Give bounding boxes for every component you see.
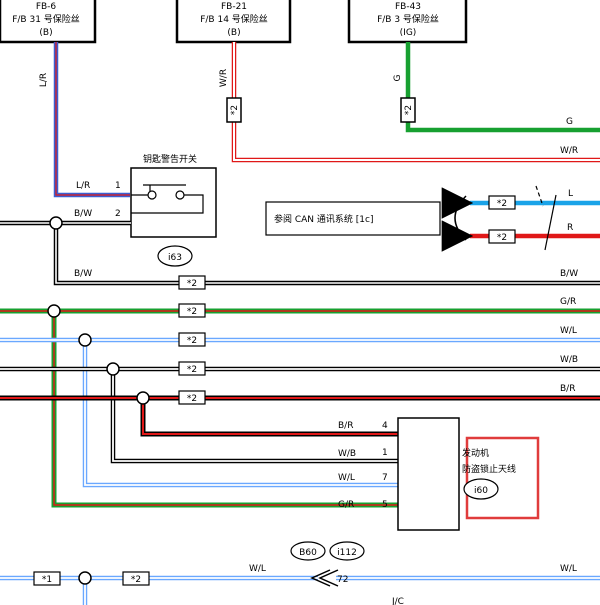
wire-bw-switch: B/W B/W B/W — [0, 209, 600, 286]
fuse-fb43-name: FB-43 — [395, 2, 421, 12]
wire-label-br-immo: B/R — [338, 421, 353, 431]
splice-node-wl — [78, 333, 92, 347]
wire-lr-fb6: L/R L/R — [39, 42, 130, 198]
key-switch-title: 钥匙警告开关 — [143, 153, 197, 165]
fuse-fb43-desc: F/B 3 号保险丝 — [377, 13, 439, 25]
splice-mark-can-l: *2 — [497, 199, 507, 209]
junction-label: J/C — [391, 597, 404, 605]
immo-connector: i60 — [474, 486, 488, 496]
fuse-fb6-desc: F/B 31 号保险丝 — [12, 13, 80, 25]
wire-label-gr-right: G/R — [560, 297, 576, 307]
wire-label-wl-right: W/L — [560, 326, 577, 336]
can-reference-box: 参阅 CAN 通讯系统 [1c] — [265, 195, 467, 241]
fuse-fb6-code: (B) — [39, 28, 52, 38]
wire-label-lr-switch: L/R — [76, 181, 90, 191]
wire-label-g-horizontal: G — [566, 117, 573, 127]
wire-label-wl-immo: W/L — [338, 473, 355, 483]
splice-node-wb — [106, 362, 120, 376]
immo-pin-1: 1 — [382, 448, 388, 458]
splice-mark-wl: *2 — [187, 336, 197, 346]
can-box-label: 参阅 CAN 通讯系统 [1c] — [274, 213, 373, 225]
immobiliser-highlight-frame — [465, 436, 540, 520]
immo-title-line2: 防盗锁止天线 — [462, 463, 516, 475]
fuse-fb6: FB-6 F/B 31 号保险丝 (B) — [0, 0, 97, 44]
splice-box-can-l — [488, 195, 516, 210]
wire-label-bw-switch: B/W — [74, 209, 92, 219]
immo-connector-badge — [463, 478, 499, 500]
wire-label-wb-immo: W/B — [338, 449, 356, 459]
wire-wl: W/L W/L *2 — [0, 326, 600, 488]
wire-label-wb-right: W/B — [560, 355, 578, 365]
splice-box-g — [400, 97, 416, 123]
wire-label-can-l: L — [568, 189, 573, 199]
wire-br: B/R B/R *2 — [0, 384, 600, 437]
key-switch-connector: i63 — [168, 253, 182, 263]
wire-label-wl-bottom-left: W/L — [249, 564, 266, 574]
splice-box-wl — [178, 332, 206, 347]
splice-box-gr — [178, 303, 206, 318]
fuse-fb43-code: (IG) — [400, 28, 417, 38]
splice-mark-g: *2 — [404, 105, 414, 115]
immo-title-line1: 发动机 — [462, 447, 489, 459]
key-switch-pin1: 1 — [115, 181, 121, 191]
splice-mark-gr: *2 — [187, 307, 197, 317]
fuse-fb21: FB-21 F/B 14 号保险丝 (B) — [175, 0, 292, 44]
can-lines: L R *2 *2 — [441, 185, 600, 252]
splice-mark-bottom: *2 — [131, 575, 141, 585]
wire-gr: G/R G/R *2 — [0, 297, 600, 510]
immo-pin-5: 5 — [382, 500, 388, 510]
splice-mark-bw: *2 — [187, 279, 197, 289]
wire-label-bw-left: B/W — [74, 269, 92, 279]
fuse-fb43: FB-43 F/B 3 号保险丝 (IG) — [347, 0, 468, 44]
fuse-fb21-name: FB-21 — [221, 2, 247, 12]
splice-node-bw — [49, 216, 63, 230]
splice-box-wb — [178, 361, 206, 376]
wire-label-bw-right: B/W — [560, 269, 578, 279]
wire-wl-bottom: W/L W/L *1 *2 — [0, 564, 600, 605]
splice-mark-star1: *1 — [42, 575, 52, 585]
splice-mark-br: *2 — [187, 394, 197, 404]
wire-label-wr-vertical: W/R — [219, 69, 229, 87]
splice-box-bottom — [122, 571, 150, 586]
wire-label-gr-immo: G/R — [338, 500, 354, 510]
junction-connector-i112: i112 — [337, 548, 357, 558]
fuse-fb21-desc: F/B 14 号保险丝 — [200, 13, 268, 25]
junction-connector-b60: B60 — [299, 548, 317, 558]
splice-mark-wr: *2 — [230, 105, 240, 115]
splice-box-br — [178, 390, 206, 405]
junction-connector: 72 B60 i112 J/C — [290, 541, 404, 605]
splice-box-bw — [178, 275, 206, 290]
wire-label-wl-bottom-right: W/L — [560, 564, 577, 574]
wire-wb: W/B W/B *2 — [0, 355, 600, 464]
splice-node-wl-bottom — [78, 571, 92, 585]
junction-number: 72 — [337, 575, 348, 585]
splice-box-star1 — [33, 571, 61, 586]
wire-label-br-right: B/R — [560, 384, 575, 394]
junction-badge-i112 — [329, 541, 365, 561]
immo-pin-4: 4 — [382, 421, 388, 431]
immobiliser-antenna: 4 1 7 5 发动机 防盗锁止天线 i60 — [382, 417, 540, 531]
key-warning-switch: 钥匙警告开关 1 2 i63 — [115, 153, 217, 267]
splice-mark-wb: *2 — [187, 365, 197, 375]
key-switch-connector-badge — [157, 245, 193, 267]
splice-node-br — [136, 391, 150, 405]
splice-mark-can-r: *2 — [497, 233, 507, 243]
wire-label-can-r: R — [567, 223, 573, 233]
wire-label-lr-vertical: L/R — [39, 73, 49, 87]
junction-badge-b60 — [290, 541, 326, 561]
fuse-fb6-name: FB-6 — [36, 2, 57, 12]
splice-node-gr — [47, 304, 61, 318]
splice-box-wr — [226, 97, 242, 123]
fuse-fb21-code: (B) — [227, 28, 240, 38]
wire-label-g-vertical: G — [393, 74, 403, 81]
wire-wr-fb21: W/R W/R *2 — [219, 42, 600, 163]
wire-label-wr-horizontal: W/R — [560, 146, 578, 156]
wire-g-fb43: G G *2 — [393, 42, 600, 133]
immo-pin-7: 7 — [382, 473, 388, 483]
splice-box-can-r — [488, 229, 516, 244]
key-switch-pin2: 2 — [115, 209, 121, 219]
